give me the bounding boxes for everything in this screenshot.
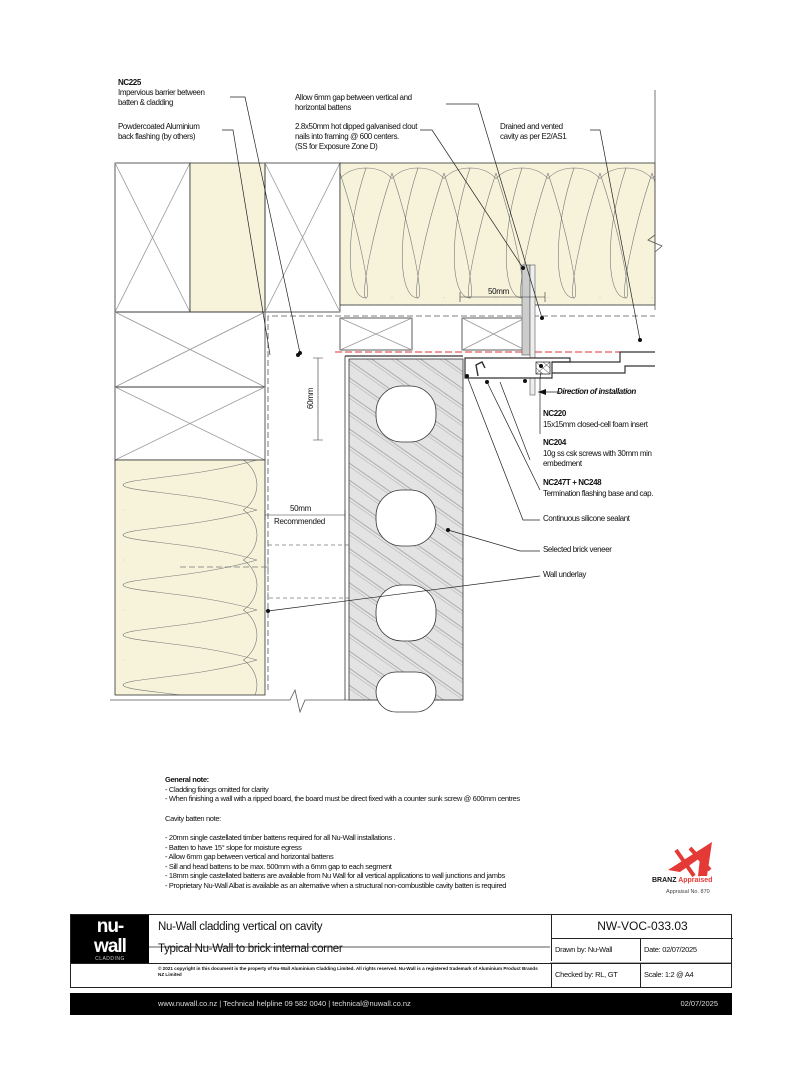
callout-nc225-text: Impervious barrier between: [118, 88, 205, 97]
dimension-top-50mm: 50mm: [488, 287, 510, 296]
brick-cores: [375, 385, 437, 713]
callout-nc247-text: Termination flashing base and cap.: [543, 489, 654, 498]
callout-nails: 2.8x50mm hot dipped galvanised clout: [295, 122, 418, 131]
callout-back-flashing: back flashing (by others): [118, 132, 196, 141]
general-note-title: General note:: [165, 775, 209, 784]
break-line: [110, 688, 462, 714]
batten-note-item: - Allow 6mm gap between vertical and hor…: [165, 852, 334, 861]
cladding-panel: [521, 264, 531, 356]
logo-text: wall: [94, 935, 127, 957]
drawing-title: Nu-Wall cladding vertical on cavity: [158, 921, 323, 933]
batten-note-item: - 18mm single castellated battens are av…: [165, 871, 505, 880]
callout-cavity: Drained and vented: [500, 122, 563, 131]
callout-nc204-text: embedment: [543, 459, 582, 468]
general-note-item: - When finishing a wall with a ripped bo…: [165, 794, 520, 803]
footer-contact: www.nuwall.co.nz | Technical helpline 09…: [158, 999, 411, 1008]
insulation-left: [114, 459, 266, 696]
general-notes: General note: - Cladding fixings omitted…: [165, 775, 520, 890]
branz-label: Appraised: [678, 877, 713, 884]
callout-nc204-code: NC204: [543, 438, 566, 447]
timber-framing: [114, 162, 341, 461]
callout-nc225-text: batten & cladding: [118, 98, 174, 107]
title-block: nu- wall CLADDING Nu-Wall cladding verti…: [70, 914, 733, 964]
dimension-lines: [264, 292, 546, 520]
callout-batten-gap: Allow 6mm gap between vertical and: [295, 93, 412, 102]
batten-note-item: - Proprietary Nu-Wall Albat is available…: [165, 880, 507, 890]
insulation-top: [339, 162, 656, 306]
nu-wall-logo: nu- wall CLADDING: [71, 915, 149, 963]
callout-batten-gap: horizontal battens: [295, 103, 351, 112]
date: Date: 02/07/2025: [640, 938, 732, 961]
branz-brand: BRANZ: [652, 877, 677, 884]
footer-bar: www.nuwall.co.nz | Technical helpline 09…: [70, 993, 732, 1015]
break-line: [647, 90, 663, 310]
branz-logo: [668, 842, 712, 878]
callout-back-flashing: Powdercoated Aluminium: [118, 122, 200, 131]
arrow-left-icon: [538, 389, 546, 395]
dimension-recommended: Recommended: [274, 517, 325, 526]
callout-underlay: Wall underlay: [543, 570, 586, 579]
dimension-left-50mm: 50mm: [290, 504, 312, 513]
batten-note-title: Cavity batten note:: [165, 813, 221, 823]
checked-by: Checked by: RL, GT: [551, 963, 640, 987]
drawing-reference: NW-VOC-033.03: [551, 915, 733, 939]
general-note-item: - Cladding fixings omitted for clarity: [165, 784, 269, 794]
callout-nc225-code: NC225: [118, 78, 141, 87]
branz-appraised: BRANZ Appraised: [652, 877, 712, 885]
logo-text: nu-: [96, 916, 125, 937]
callout-nails: nails into framing @ 600 centers.: [295, 132, 399, 141]
callout-nc220-code: NC220: [543, 409, 566, 418]
callout-sealant: Continuous silicone sealant: [543, 514, 630, 523]
batten-note-item: - 20mm single castellated timber battens…: [165, 833, 396, 842]
scale: Scale: 1:2 @ A4: [640, 963, 732, 987]
dimension-60mm: 60mm: [306, 387, 316, 410]
callout-nc204-text: 10g ss csk screws with 30mm min: [543, 449, 652, 458]
leader-dots: [266, 266, 642, 613]
drawing-subtitle: Typical Nu-Wall to brick internal corner: [158, 943, 343, 955]
termination-flashing: [464, 357, 571, 379]
drawn-by: Drawn by: Nu-Wall: [551, 938, 640, 961]
callout-nc220-text: 15x15mm closed-cell foam insert: [543, 420, 648, 429]
callout-brick: Selected brick veneer: [543, 545, 612, 554]
branz-appraisal-number: Appraisal No. 870: [666, 889, 710, 895]
callout-nails: (SS for Exposure Zone D): [295, 142, 378, 151]
title-block-lower: © 2021 copyright in this document is the…: [70, 963, 732, 988]
footer-date: 02/07/2025: [680, 999, 718, 1008]
callout-cavity: cavity as per E2/AS1: [500, 132, 567, 141]
logo-subtext: CLADDING: [95, 956, 125, 962]
copyright-notice: © 2021 copyright in this document is the…: [158, 966, 538, 977]
direction-of-installation: Direction of installation: [557, 387, 636, 396]
leader-lines: [222, 96, 641, 612]
batten-note-item: - Batten to have 15° slope for moisture …: [165, 842, 302, 852]
callout-nc247-code: NC247T + NC248: [543, 478, 602, 487]
batten-note-item: - Sill and head battens to be max. 500mm…: [165, 861, 392, 871]
battens: [339, 317, 526, 351]
